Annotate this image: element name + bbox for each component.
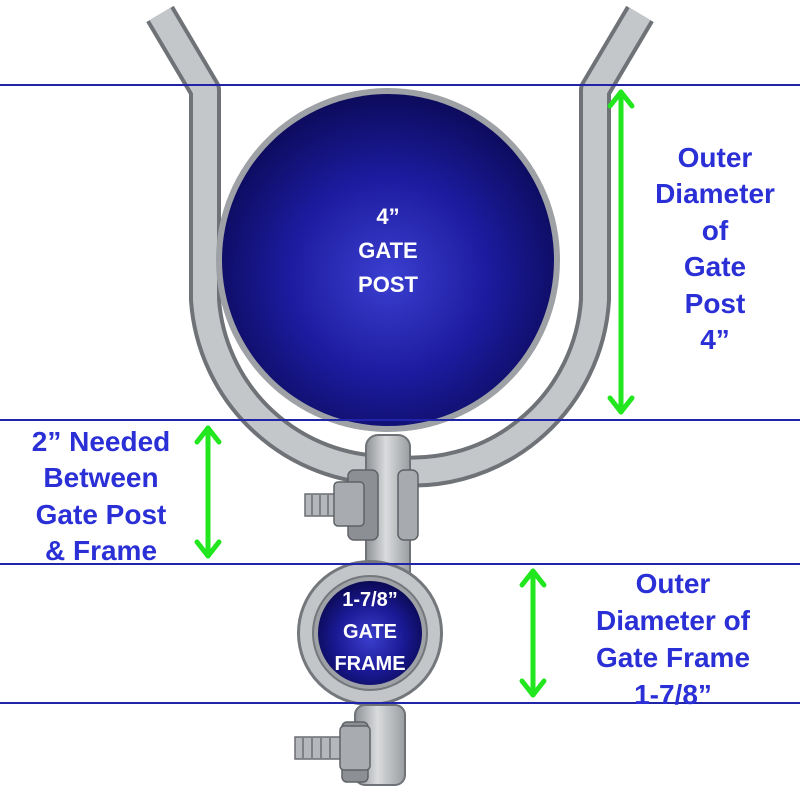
post-size-line-3: POST <box>358 272 418 298</box>
gate-frame-pipe <box>314 577 426 689</box>
frame-diameter-line-1: Outer <box>635 568 711 599</box>
gap-arrow <box>194 425 222 559</box>
dimension-arrows <box>194 89 635 698</box>
post-diameter-line-6: 4” <box>700 323 730 355</box>
frame-size-line-3: FRAME <box>334 653 406 675</box>
post-size-line-1: 4” <box>376 204 400 229</box>
gate-post-pipe <box>216 88 560 432</box>
frame-diameter-line-3: Gate Frame <box>595 641 751 673</box>
gap-line-2: Between <box>43 462 159 494</box>
frame-size-line-2: GATE <box>342 621 398 643</box>
frame-diameter-annotation: Outer Diameter of Gate Frame 1-7/8” <box>566 566 780 714</box>
post-diameter-line-2: Diameter <box>655 178 775 210</box>
frame-size-label: 1-7/8” GATE FRAME <box>320 584 420 680</box>
frame-diameter-line-2: Diameter of <box>595 604 751 636</box>
gap-line-1: 2” Needed <box>31 426 171 457</box>
gap-line-3: Gate Post <box>35 498 167 530</box>
gap-line-4: & Frame <box>44 535 158 567</box>
post-size-line-2: GATE <box>358 238 418 264</box>
lower-bolt <box>294 725 371 771</box>
post-diameter-line-3: of <box>701 214 729 246</box>
post-diameter-line-5: Post <box>684 287 746 319</box>
post-diameter-line-4: Gate <box>683 251 747 283</box>
post-diameter-arrow <box>607 89 635 415</box>
frame-diameter-arrow <box>519 568 547 698</box>
guide-lines <box>0 84 800 704</box>
frame-size-line-1: 1-7/8” <box>342 589 398 611</box>
gap-annotation: 2” Needed Between Gate Post & Frame <box>6 424 196 570</box>
post-size-label: 4” GATE POST <box>318 200 458 302</box>
frame-clamp-strap <box>297 560 443 706</box>
post-diameter-line-1: Outer <box>677 142 753 173</box>
post-diameter-annotation: Outer Diameter of Gate Post 4” <box>640 140 790 358</box>
upper-bolt <box>304 481 365 527</box>
frame-diameter-line-4: 1-7/8” <box>634 678 712 710</box>
